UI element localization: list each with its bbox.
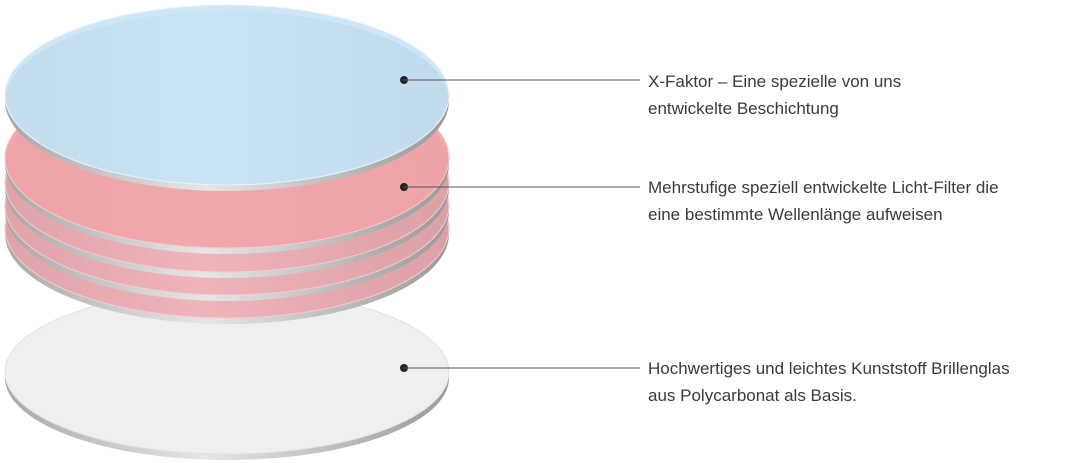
label-line: eine bestimmte Wellenlänge aufweisen [648,205,943,224]
coating-lens [4,4,450,191]
label-line: entwickelte Beschichtung [648,99,839,118]
label-line: aus Polycarbonat als Basis. [648,386,857,405]
label-line: Hochwertiges und leichtes Kunststoff Bri… [648,359,1010,378]
label-filters: Mehrstufige speziell entwickelte Licht-F… [648,174,999,228]
base-lens [4,289,450,460]
callout-base [400,364,640,372]
label-base: Hochwertiges und leichtes Kunststoff Bri… [648,355,1010,409]
label-line: X-Faktor – Eine spezielle von uns [648,72,902,91]
label-line: Mehrstufige speziell entwickelte Licht-F… [648,178,999,197]
callout-coating [400,76,640,84]
callout-filters [400,183,640,191]
label-coating: X-Faktor – Eine spezielle von uns entwic… [648,68,901,122]
